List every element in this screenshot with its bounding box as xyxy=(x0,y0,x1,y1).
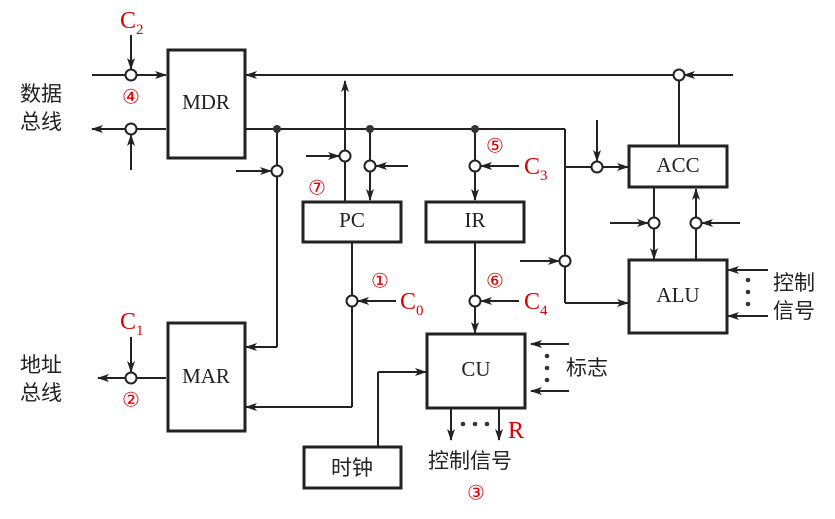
gate-alu-in xyxy=(558,254,572,268)
ir-label: IR xyxy=(465,208,486,232)
cu-label: CU xyxy=(461,357,490,381)
ir-register: IR xyxy=(424,200,526,244)
wires xyxy=(91,35,768,446)
c4-label: C4 xyxy=(524,289,548,319)
pc-register: PC xyxy=(301,200,403,244)
acc-register: ACC xyxy=(627,144,729,189)
gate-acc-out xyxy=(672,68,686,82)
junctions xyxy=(273,125,479,133)
mdr-register: MDR xyxy=(166,48,247,160)
gate-ir-in xyxy=(468,159,482,173)
cu-unit: CU xyxy=(425,332,527,410)
flags-ellipsis-dot xyxy=(544,365,550,371)
gates xyxy=(124,68,703,385)
step-marker-2: ② xyxy=(122,388,140,412)
r-label: R xyxy=(508,418,524,444)
data-bus-label-line2: 总线 xyxy=(20,110,62,134)
junction-dot xyxy=(471,125,479,133)
mar-register: MAR xyxy=(166,321,247,433)
gate-acc-to-alu xyxy=(647,216,661,230)
step-marker-6: ⑥ xyxy=(486,269,504,293)
gate-pc-in xyxy=(363,159,377,173)
data-bus-label-line1: 数据 xyxy=(20,82,62,106)
flags-ellipsis-dot xyxy=(544,377,550,383)
mar-label: MAR xyxy=(182,364,230,388)
cu-control-signals-label: 控制信号 xyxy=(428,449,512,473)
ellipsis-dots xyxy=(460,277,751,427)
acc-label: ACC xyxy=(656,153,699,177)
step-marker-1: ① xyxy=(371,269,389,293)
gate-pc-out xyxy=(338,149,352,163)
flags-ellipsis-dot xyxy=(544,353,550,359)
ctrl-ellipsis-dot xyxy=(484,421,490,427)
ctrl-ellipsis-dot xyxy=(472,421,478,427)
c3-label: C3 xyxy=(524,154,548,184)
gate-pc-to-mar xyxy=(345,294,359,308)
step-marker-3: ③ xyxy=(467,481,485,505)
pc-label: PC xyxy=(339,208,365,232)
gate-mdr-out xyxy=(124,122,138,136)
alu-unit: ALU xyxy=(627,258,729,335)
alu-ellipsis-dot xyxy=(745,301,751,307)
gate-mar-in xyxy=(270,164,284,178)
step-marker-4: ④ xyxy=(122,85,140,109)
step-marker-7: ⑦ xyxy=(308,176,326,200)
gate-mar-out xyxy=(124,371,138,385)
c2-label: C2 xyxy=(120,8,144,38)
junction-dot xyxy=(366,125,374,133)
clock-unit: 时钟 xyxy=(302,445,403,490)
gate-acc-in xyxy=(590,160,604,174)
gate-mdr-in xyxy=(124,68,138,82)
gate-alu-to-acc xyxy=(689,216,703,230)
alu-control-label-line2: 信号 xyxy=(773,299,815,323)
c1-label: C1 xyxy=(120,309,144,339)
alu-ellipsis-dot xyxy=(745,277,751,283)
flags-label: 标志 xyxy=(566,356,608,380)
address-bus-label-line1: 地址 xyxy=(20,353,62,377)
c0-label: C0 xyxy=(400,289,424,319)
address-bus-label-line2: 总线 xyxy=(20,381,62,405)
ctrl-ellipsis-dot xyxy=(460,421,466,427)
alu-ellipsis-dot xyxy=(745,289,751,295)
alu-label: ALU xyxy=(656,283,699,307)
clock-label: 时钟 xyxy=(331,456,373,480)
mdr-label: MDR xyxy=(182,90,230,114)
gate-ir-to-cu xyxy=(468,294,482,308)
alu-control-label-line1: 控制 xyxy=(773,271,815,295)
junction-dot xyxy=(273,125,281,133)
step-marker-5: ⑤ xyxy=(486,134,504,158)
